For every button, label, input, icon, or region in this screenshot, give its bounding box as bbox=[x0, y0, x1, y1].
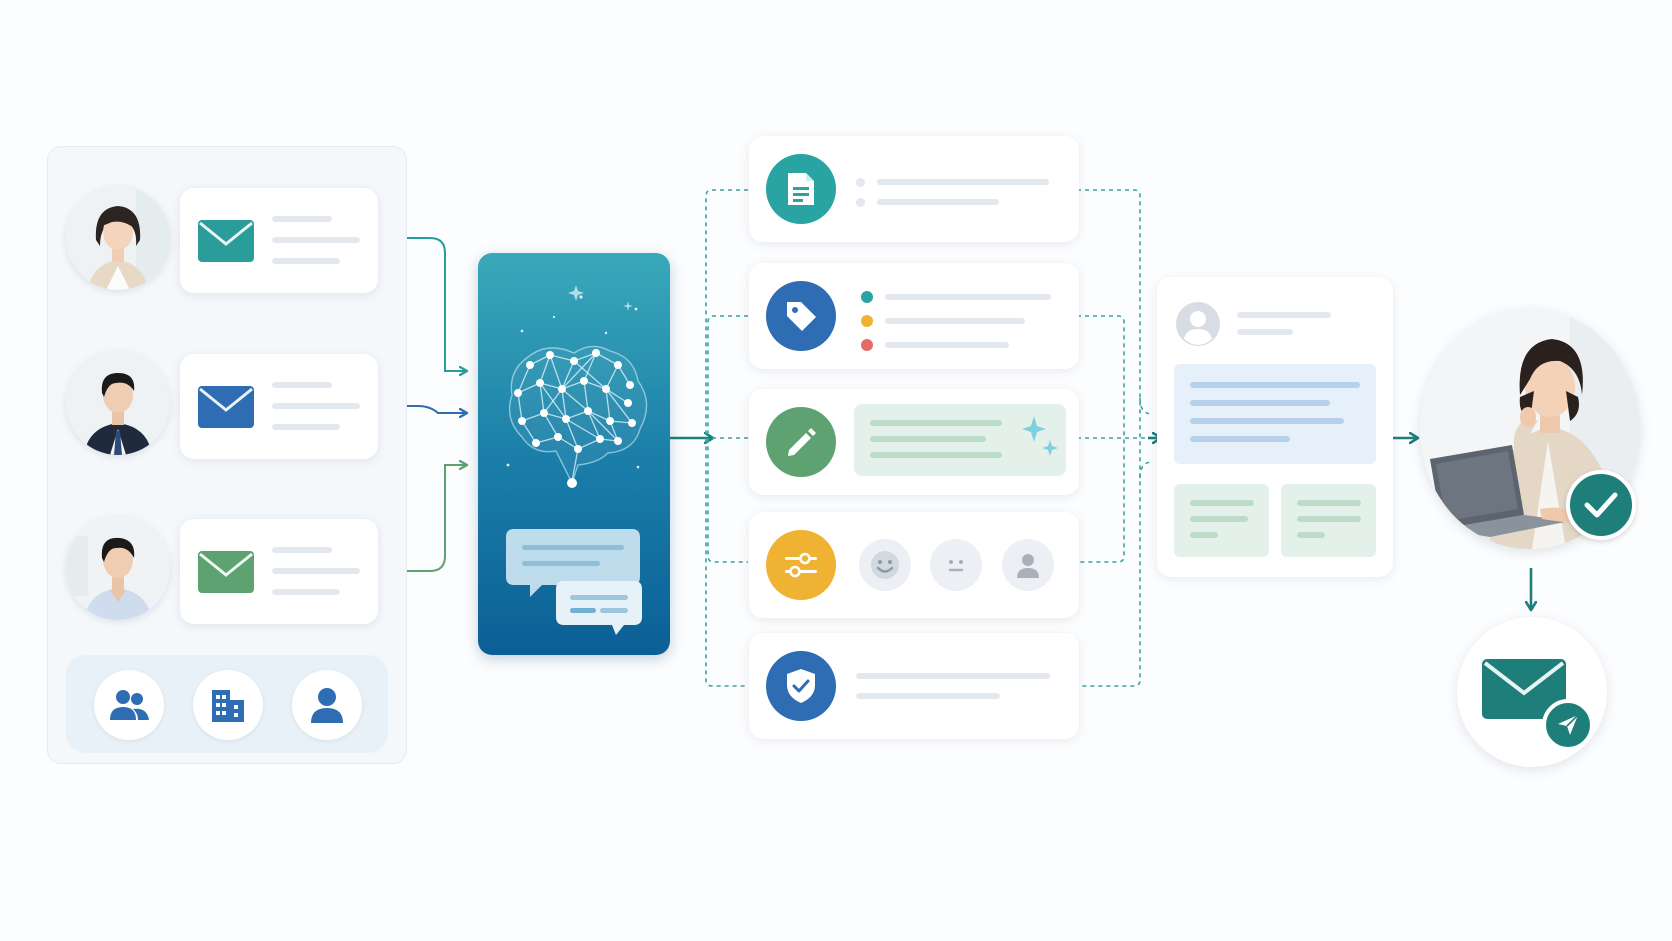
dash-right-outer bbox=[1077, 189, 1141, 687]
dash-right-bottom bbox=[1139, 461, 1153, 479]
connector-sender-2 bbox=[379, 405, 466, 413]
dash-left-inner bbox=[707, 315, 748, 563]
step-card-classify[interactable] bbox=[749, 263, 1079, 369]
sender-avatar-woman[interactable] bbox=[66, 186, 170, 290]
person-icon bbox=[311, 688, 343, 723]
blue-envelope-icon bbox=[198, 386, 254, 428]
status-dot-red bbox=[861, 339, 873, 351]
connector-sender-1 bbox=[379, 237, 466, 371]
company-type-chip[interactable] bbox=[193, 670, 263, 740]
send-output-circle[interactable] bbox=[1457, 617, 1607, 767]
send-badge bbox=[1542, 699, 1594, 751]
smile-icon bbox=[871, 551, 899, 579]
tag-icon bbox=[787, 302, 816, 331]
individual-type-chip[interactable] bbox=[292, 670, 362, 740]
status-dot-yellow bbox=[861, 315, 873, 327]
chat-bubbles-icon bbox=[506, 529, 642, 635]
shield-check-icon bbox=[787, 669, 815, 703]
tone-option-formal[interactable] bbox=[1002, 539, 1054, 591]
draft-preview bbox=[854, 404, 1066, 476]
step-card-compliance[interactable] bbox=[749, 633, 1079, 739]
summarize-icon-circle bbox=[766, 154, 836, 224]
approved-badge bbox=[1566, 470, 1636, 540]
pencil-icon bbox=[788, 428, 816, 456]
green-envelope-icon bbox=[198, 551, 254, 593]
ai-engine-panel[interactable] bbox=[478, 253, 670, 655]
group-icon bbox=[110, 690, 149, 720]
sender-email-card-3[interactable] bbox=[180, 519, 378, 624]
review-card[interactable] bbox=[1157, 277, 1393, 577]
status-dot-teal bbox=[861, 291, 873, 303]
group-type-chip[interactable] bbox=[94, 670, 164, 740]
step-card-draft[interactable] bbox=[749, 389, 1079, 495]
review-section-right bbox=[1281, 484, 1376, 557]
man-suit-avatar-icon bbox=[66, 351, 170, 455]
dash-right-inner bbox=[1077, 315, 1125, 563]
sender-avatar-man-shirt[interactable] bbox=[66, 516, 170, 620]
paper-plane-icon bbox=[1558, 714, 1579, 735]
document-icon bbox=[788, 173, 814, 205]
send-email-icon bbox=[1482, 659, 1566, 719]
sender-avatar-man-suit[interactable] bbox=[66, 351, 170, 455]
profile-icon bbox=[1176, 302, 1220, 346]
review-body bbox=[1174, 364, 1376, 464]
woman-avatar-icon bbox=[66, 186, 170, 290]
neural-brain-icon bbox=[506, 285, 648, 488]
sliders-icon bbox=[785, 552, 817, 578]
step-card-summarize[interactable] bbox=[749, 136, 1079, 242]
compliance-icon-circle bbox=[766, 651, 836, 721]
sender-email-card-1[interactable] bbox=[180, 188, 378, 293]
teal-envelope-icon bbox=[198, 220, 254, 262]
tone-option-friendly[interactable] bbox=[859, 539, 911, 591]
step-card-tone[interactable] bbox=[749, 512, 1079, 618]
tone-icon-circle bbox=[766, 530, 836, 600]
dash-left-outer bbox=[705, 189, 748, 687]
building-icon bbox=[212, 690, 244, 722]
man-shirt-avatar-icon bbox=[66, 516, 170, 620]
person-icon bbox=[1017, 554, 1039, 578]
draft-icon-circle bbox=[766, 407, 836, 477]
connector-sender-3 bbox=[379, 465, 466, 572]
classify-icon-circle bbox=[766, 281, 836, 351]
check-badge-icon bbox=[1584, 492, 1618, 518]
review-section-left bbox=[1174, 484, 1269, 557]
neutral-icon bbox=[948, 560, 964, 572]
sender-email-card-2[interactable] bbox=[180, 354, 378, 459]
tone-option-neutral[interactable] bbox=[930, 539, 982, 591]
dash-right-top bbox=[1139, 397, 1153, 415]
sparkle-icon bbox=[1022, 416, 1058, 456]
